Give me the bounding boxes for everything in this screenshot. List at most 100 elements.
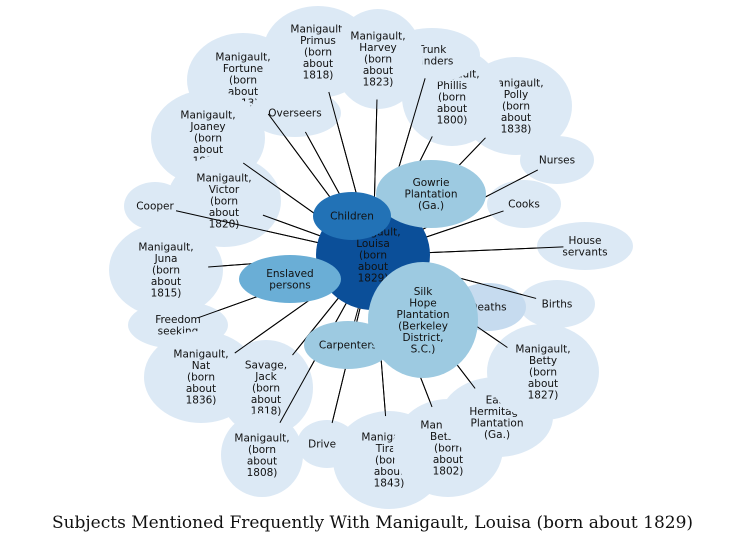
node-b1808-bubble <box>221 413 303 497</box>
node-hermitage-label-line: Plantation <box>470 417 523 429</box>
node-tirah-label-line: 1843) <box>374 478 405 490</box>
node-harvey-label-line: 1823) <box>363 77 394 89</box>
node-coop-bubble <box>124 182 186 230</box>
node-primus-label-line: (born <box>304 47 332 59</box>
node-victor-label-line: (born <box>210 196 238 208</box>
node-overseers-bubble <box>249 89 341 137</box>
node-betty-label-line: Betty <box>529 355 557 367</box>
node-enslaved-label-line: Enslaved <box>266 268 313 280</box>
node-nat-label-line: (born <box>187 372 215 384</box>
node-servants-label-line: House <box>569 235 602 247</box>
node-joaney-label-line: Joaney <box>189 121 225 133</box>
node-jack-label-line: Jack <box>254 371 277 383</box>
node-enslaved-label-line: persons <box>269 279 310 291</box>
node-children-bubble <box>313 192 391 240</box>
node-joaney-label-line: about <box>193 144 223 156</box>
node-harvey-label-line: Manigault, <box>350 31 405 43</box>
node-juna-bubble <box>109 223 223 317</box>
node-servants-label-line: servants <box>562 246 607 258</box>
node-nurses-label-line: Nurses <box>539 155 575 167</box>
node-phillis-label-line: 1800) <box>437 115 468 127</box>
node-nat-label-line: Nat <box>192 360 210 372</box>
node-enslaved-bubble <box>239 255 341 303</box>
node-juna-label-line: 1815) <box>151 288 182 300</box>
node-layer: Manigault,Primus(bornabout1818)Manigault… <box>109 6 633 509</box>
node-fortune-label-line: Fortune <box>223 63 263 75</box>
node-cooks-bubble <box>487 180 561 228</box>
node-gowrie-label-line: Plantation <box>404 189 457 201</box>
node-primus-label-line: Manigault, <box>290 24 345 36</box>
node-gowrie-label-line: Gowrie <box>413 177 450 189</box>
node-freedom-label-line: Freedom <box>155 314 201 326</box>
node-overseers-label-line: Overseers <box>268 108 321 120</box>
node-victor-label-line: Victor <box>209 184 240 196</box>
node-phillis-label-line: Phillis <box>437 80 467 92</box>
node-betty-label-line: about <box>528 378 558 390</box>
node-fortune-label-line: Manigault, <box>215 52 270 64</box>
center-node-label-line: 1829) <box>358 273 389 285</box>
center-node-label-line: (born <box>359 250 387 262</box>
node-betsey-label-line: about <box>433 454 463 466</box>
node-victor-label-line: 1820) <box>209 219 240 231</box>
node-joaney-label-line: Manigault, <box>180 110 235 122</box>
node-silkhope-label-line: Hope <box>409 297 436 309</box>
node-silkhope-label-line: District, <box>402 332 443 344</box>
node-harvey-label-line: about <box>363 65 393 77</box>
node-silkhope-label-line: Silk <box>414 286 433 298</box>
node-betsey-label-line: (born <box>434 443 462 455</box>
node-primus-label-line: about <box>303 58 333 70</box>
node-betty-bubble <box>487 324 599 420</box>
node-primus-label-line: 1818) <box>303 70 334 82</box>
node-carpenters-label-line: Carpenters <box>319 340 377 352</box>
node-births: Births <box>519 280 595 328</box>
node-b1808-label-line: 1808) <box>247 467 278 479</box>
node-betty-label-line: (born <box>529 367 557 379</box>
node-betty-label-line: 1827) <box>528 390 559 402</box>
node-fortune-label-line: (born <box>229 75 257 87</box>
node-deaths-label-line: Deaths <box>469 302 506 314</box>
node-gowrie-bubble <box>376 160 486 228</box>
diagram-caption: Subjects Mentioned Frequently With Manig… <box>51 513 694 533</box>
node-polly-label-line: (born <box>502 101 530 113</box>
node-betsey-label-line: 1802) <box>433 466 464 478</box>
node-juna-label-line: Juna <box>154 253 178 265</box>
node-victor-bubble <box>167 155 281 247</box>
node-victor-label-line: Manigault, <box>196 173 251 185</box>
node-nat-label-line: 1836) <box>186 395 217 407</box>
node-harvey-label-line: (born <box>364 54 392 66</box>
node-children-label-line: Children <box>330 211 374 223</box>
node-silkhope-label-line: (Berkeley <box>398 320 448 332</box>
node-children: Children <box>313 192 391 240</box>
node-jack-label-line: (born <box>252 383 280 395</box>
node-gowrie-label-line: (Ga.) <box>418 200 444 212</box>
node-polly-label-line: about <box>501 112 531 124</box>
node-nat-label-line: Manigault, <box>173 349 228 361</box>
node-overseers: Overseers <box>249 89 341 137</box>
node-b1808-label-line: Manigault, <box>234 432 289 444</box>
node-juna-label-line: about <box>151 276 181 288</box>
node-tirah-label-line: about <box>374 466 404 478</box>
node-births-label-line: Births <box>542 299 573 311</box>
node-jack-bubble <box>219 340 313 436</box>
node-nat-label-line: about <box>186 383 216 395</box>
center-node-label-line: about <box>358 261 388 273</box>
node-hermitage-label-line: (Ga.) <box>484 429 510 441</box>
node-b1808-label-line: (born <box>248 444 276 456</box>
node-silkhope: SilkHopePlantation(BerkeleyDistrict,S.C.… <box>368 262 478 378</box>
node-b1808-label-line: about <box>247 455 277 467</box>
node-polly-label-line: Manigault, <box>488 78 543 90</box>
node-juna-label-line: Manigault, <box>138 242 193 254</box>
node-silkhope-bubble <box>368 262 478 378</box>
node-joaney-label-line: (born <box>194 133 222 145</box>
node-harvey-label-line: Harvey <box>359 42 397 54</box>
node-betty-label-line: Manigault, <box>515 344 570 356</box>
node-cooks: Cooks <box>487 180 561 228</box>
node-coop-label-line: Cooper <box>136 201 174 213</box>
